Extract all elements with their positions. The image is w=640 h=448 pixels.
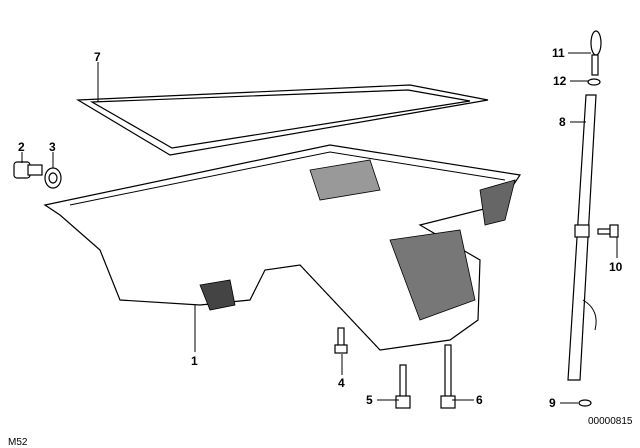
seal-ring-drawing: [44, 167, 62, 189]
callout-3: 3: [49, 140, 56, 154]
dipstick-tube-drawing: [567, 94, 597, 381]
gasket-drawing: [75, 84, 489, 156]
callout-9: 9: [549, 396, 556, 410]
callout-6: 6: [476, 393, 483, 407]
callout-4: 4: [338, 376, 345, 390]
callout-11: 11: [552, 46, 565, 60]
callout-2: 2: [18, 140, 25, 154]
callout-7: 7: [94, 50, 101, 64]
callout-12: 12: [553, 74, 567, 88]
callout-5: 5: [366, 393, 373, 407]
o-ring-12-drawing: [587, 78, 601, 86]
callout-8: 8: [559, 115, 566, 129]
bolt-6-drawing: [440, 344, 456, 409]
o-ring-9-drawing: [578, 399, 592, 407]
callout-10: 10: [609, 260, 623, 274]
bolt-5-drawing: [395, 364, 411, 409]
callout-1: 1: [191, 354, 198, 368]
diagram-number: 00000815: [588, 416, 633, 427]
bolt-10-drawing: [597, 224, 619, 238]
model-code: M52: [8, 437, 28, 448]
leader-lines: [21, 52, 618, 404]
drain-plug-drawing: [13, 161, 43, 179]
bolt-4-drawing: [334, 327, 348, 354]
oil-pan-drawing: [43, 144, 522, 351]
dipstick-drawing: [590, 30, 602, 76]
